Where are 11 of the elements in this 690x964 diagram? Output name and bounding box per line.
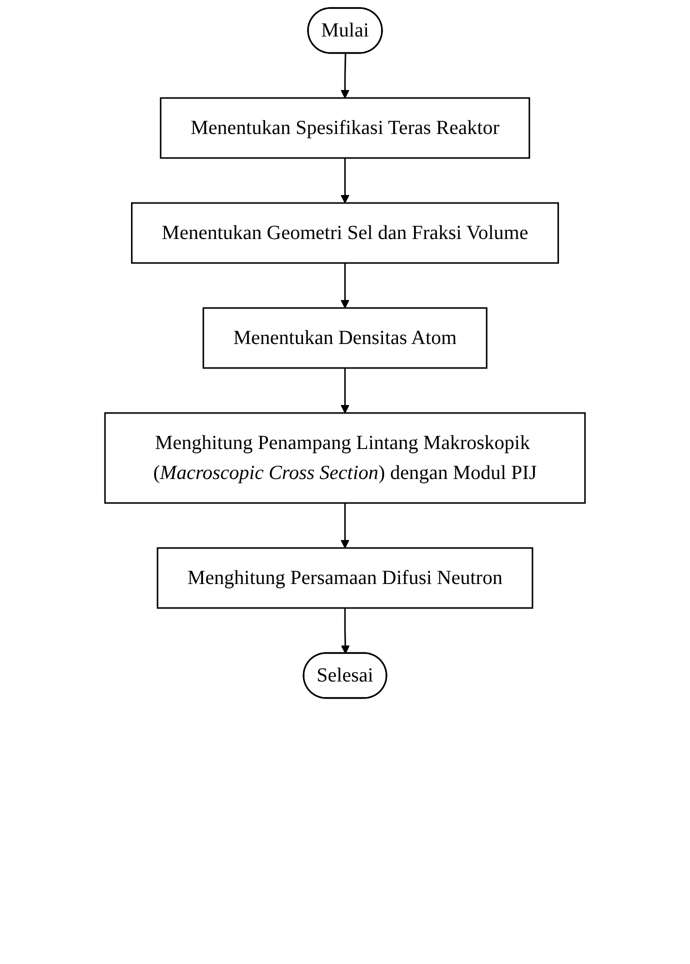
- node-box: Menentukan Geometri Sel dan Fraksi Volume: [131, 202, 559, 264]
- arrow: [340, 263, 350, 308]
- node-box: Menentukan Densitas Atom: [202, 307, 488, 369]
- node-box: Menghitung Persamaan Difusi Neutron: [156, 547, 534, 609]
- arrow: [340, 158, 350, 204]
- node-box: Menghitung Penampang Lintang Makroskopik (Macroscopic Cross Section) dengan Modul PIJ: [104, 412, 586, 504]
- arrow: [340, 608, 350, 654]
- node-box: Menentukan Spesifikasi Teras Reaktor: [160, 97, 530, 159]
- arrow: [340, 53, 350, 98]
- arrow: [340, 503, 350, 548]
- arrow: [340, 368, 350, 414]
